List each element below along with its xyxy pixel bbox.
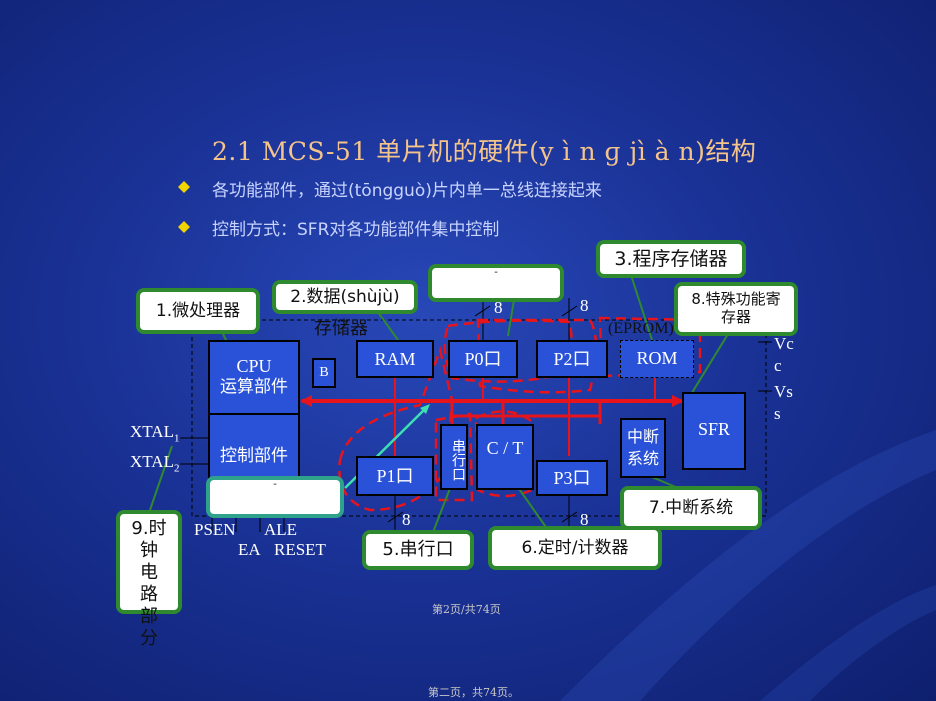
- callout-clock-line1: 9.时: [131, 518, 167, 539]
- p1-port-block: P1口: [356, 456, 434, 496]
- vss-label: Vs: [774, 382, 793, 401]
- ram-block: RAM: [356, 340, 434, 378]
- callout-program-memory: 3.程序存储器: [596, 240, 746, 278]
- vcc-label: Vc: [774, 334, 794, 353]
- page-title: 2.1 MCS-51 单片机的硬件(y ì n ɡ jì à n)结构: [212, 137, 757, 166]
- diamond-bullet-icon: [178, 181, 190, 193]
- timer-counter-block: C / T: [476, 424, 534, 490]
- callout-data-memory: 2.数据(shùjù): [272, 280, 418, 314]
- callout-clock-line4: 路: [140, 584, 158, 605]
- callout-sfr-line1: 8.特殊功能寄: [691, 290, 781, 308]
- callout-clock-line3: 电: [140, 562, 158, 583]
- alu-label: 运算部件: [220, 377, 288, 397]
- callout-blank-left: -: [206, 476, 344, 518]
- page-number-bottom: 第二页，共74页。: [428, 686, 519, 699]
- p0-port-block: P0口: [448, 340, 518, 378]
- p0-width-label: 8: [494, 298, 503, 317]
- callout-timer-counter: 6.定时/计数器: [488, 526, 662, 570]
- interrupt-system-block: 中断系统: [620, 418, 666, 478]
- callout-microprocessor: 1.微处理器: [136, 288, 260, 334]
- bullet-text-2: 控制方式：SFR对各功能部件集中控制: [212, 220, 500, 240]
- diamond-bullet-icon: [178, 221, 190, 233]
- page-number-mid: 第2页/共74页: [432, 603, 501, 616]
- vcc-label-2: c: [774, 356, 782, 375]
- callout-clock-line5: 部: [140, 606, 158, 627]
- cpu-alu-block: CPU 运算部件: [208, 340, 300, 414]
- rom-block: ROM: [620, 340, 694, 378]
- ea-label: EA: [238, 540, 261, 559]
- serial-port-block: 串行口: [440, 424, 468, 490]
- bullet-text-1: 各功能部件，通过(tōngguò)片内单一总线连接起来: [212, 181, 602, 201]
- reset-label: RESET: [274, 540, 326, 559]
- control-label: 控制部件: [220, 446, 288, 466]
- callout-clock-line2: 钟: [140, 540, 158, 561]
- callout-interrupt: 7.中断系统: [620, 486, 762, 530]
- callout-sfr: 8.特殊功能寄 存器: [674, 282, 798, 336]
- sfr-block: SFR: [682, 392, 746, 470]
- p3-width-label: 8: [580, 510, 589, 529]
- vss-label-2: s: [774, 404, 781, 423]
- callout-sfr-line2: 存器: [720, 308, 751, 326]
- callout-serial-port: 5.串行口: [362, 530, 474, 570]
- callout-data-memory-line2: 存储器: [314, 318, 368, 339]
- eprom-label: (EPROM): [608, 320, 674, 337]
- p2-port-block: P2口: [536, 340, 608, 378]
- p2-width-label: 8: [580, 296, 589, 315]
- xtal1-label: XTAL1: [130, 422, 180, 445]
- callout-clock-line6: 分: [140, 628, 158, 649]
- callout-blank-top: -: [428, 264, 564, 302]
- b-register-block: B: [312, 358, 336, 388]
- xtal2-label: XTAL2: [130, 452, 180, 475]
- cpu-label: CPU: [236, 356, 272, 376]
- callout-clock-circuit: 9.时 钟 电 路 部 分: [116, 510, 182, 649]
- p1-width-label: 8: [402, 510, 411, 529]
- psen-label: PSEN: [194, 520, 236, 539]
- ale-label: ALE: [264, 520, 298, 539]
- p3-port-block: P3口: [536, 460, 608, 496]
